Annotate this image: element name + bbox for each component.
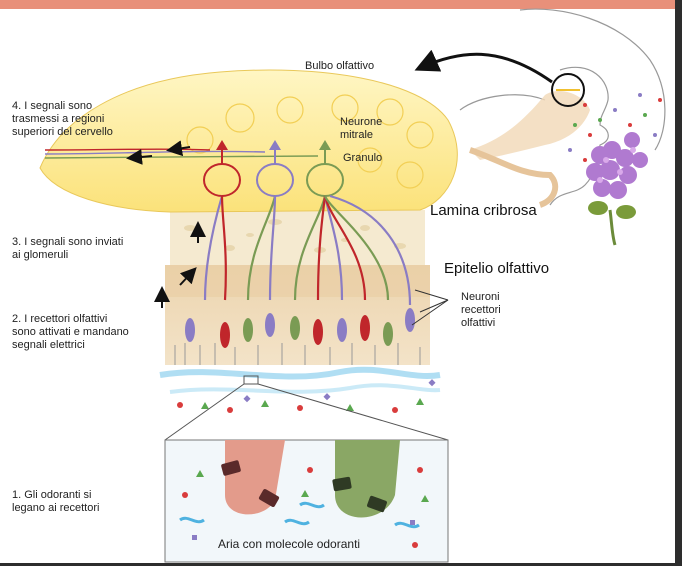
step-1-label: 1. Gli odoranti si legano ai recettori [12,489,100,514]
lilac-flower [586,132,648,246]
label-bulbo-olfattivo: Bulbo olfattivo [305,60,375,72]
zoom-connector [164,375,449,441]
step-4-label: 4. I segnali sono trasmessi a regioni su… [12,100,113,138]
bulb-pointer-arrow [414,49,553,84]
right-edge-strip [675,0,682,566]
step-3-label: 3. I segnali sono inviati ai glomeruli [12,236,124,261]
bottom-edge-line [0,563,682,566]
mucus-layer [159,366,441,394]
step-arrows [154,221,206,308]
label-neuroni-recettori: Neuroni recettori olfattivi [461,291,501,329]
signal-arrows [126,140,191,165]
zoom-inset [164,439,449,563]
scent-particles [568,93,662,162]
label-neurone-mitrale: Neurone mitrale [340,116,383,141]
top-accent-bar [0,0,682,9]
head-illustration [459,8,666,206]
odorant-molecules [177,379,436,413]
step-2-label: 2. I recettori olfattivi sono attivati e… [12,313,129,351]
label-aria-molecole: Aria con molecole odoranti [218,537,361,551]
leader-lines [411,289,449,326]
mitral-neurons [203,140,344,197]
label-granulo: Granulo [343,152,383,164]
receptor-axons [203,194,412,306]
olfactory-bulb [39,69,458,213]
nasal-cavity [469,90,590,208]
label-lamina-cribrosa: Lamina cribrosa [430,202,537,219]
magnifier-circle [551,73,585,107]
receptor-neurons [174,308,421,365]
label-epitelio-olfattivo: Epitelio olfattivo [444,260,550,277]
